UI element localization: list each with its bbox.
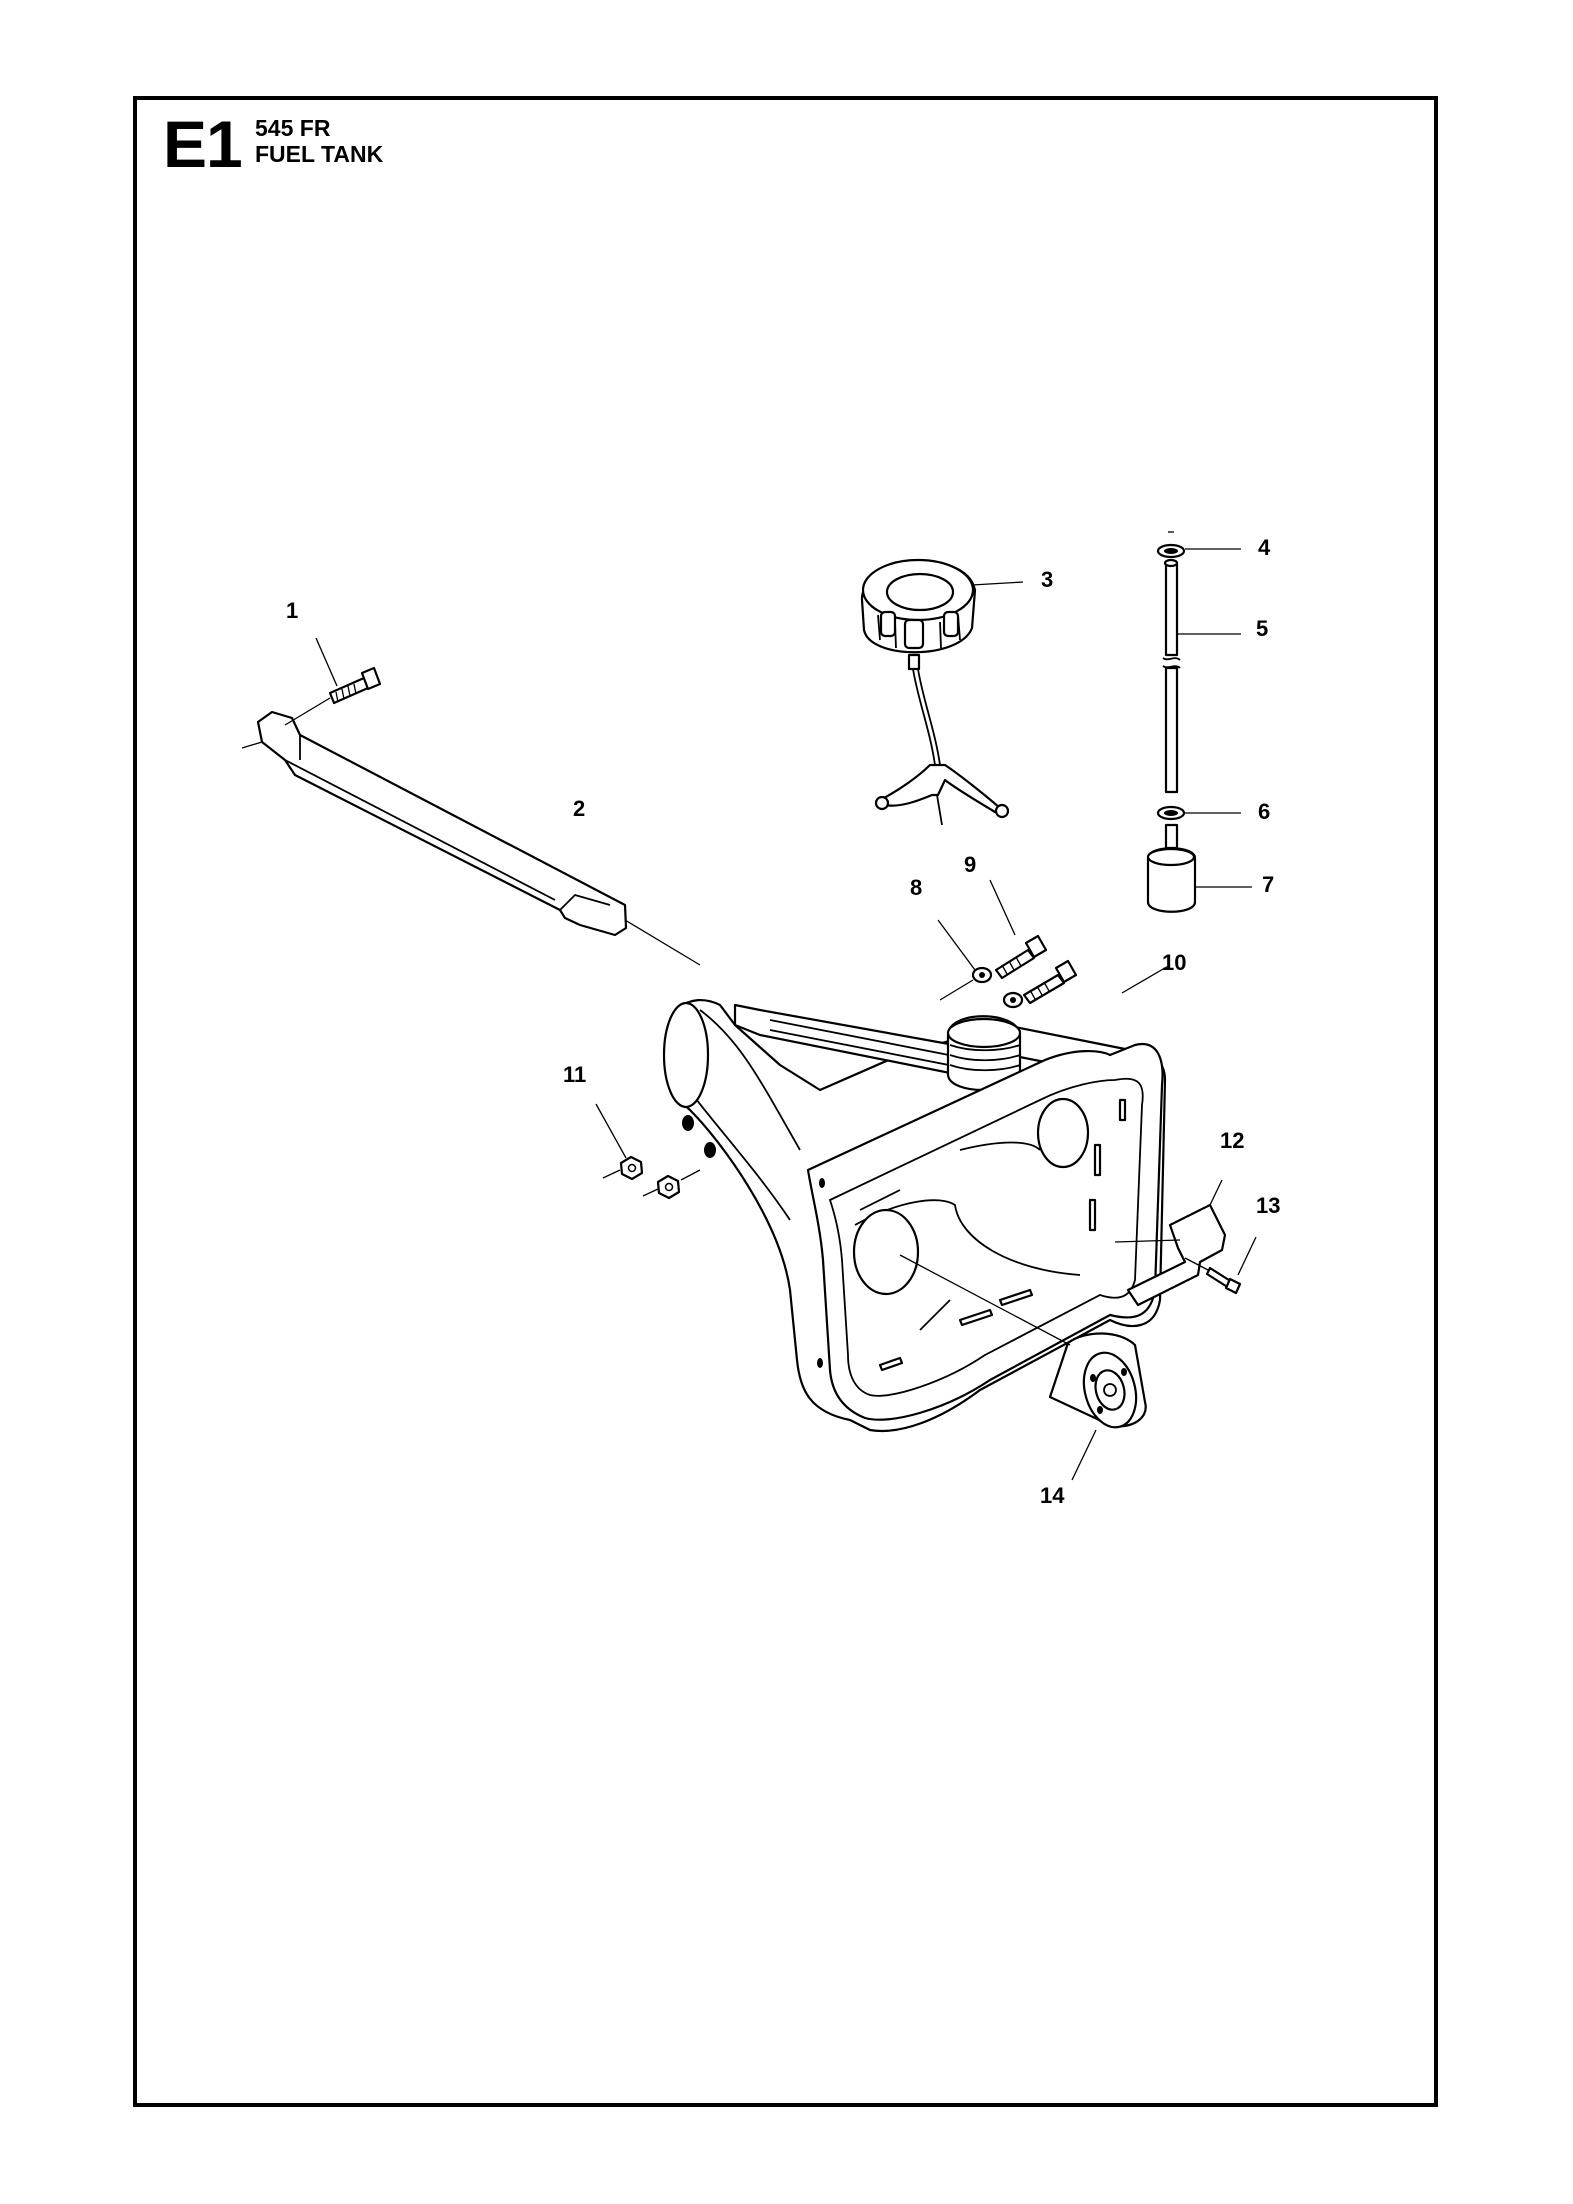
callout-3: 3: [1041, 567, 1053, 592]
part-washer-8[interactable]: [937, 919, 1024, 1009]
page-title: FUEL TANK: [255, 141, 384, 167]
part-o-ring-6[interactable]: [1156, 805, 1241, 821]
callout-4: 4: [1258, 535, 1271, 560]
callout-11: 11: [563, 1062, 586, 1087]
callout-1: 1: [286, 598, 298, 623]
section-code: E1: [163, 107, 243, 181]
callout-6: 6: [1258, 799, 1270, 824]
callout-10: 10: [1162, 950, 1186, 975]
part-screw-13[interactable]: [1184, 1236, 1257, 1295]
callout-5: 5: [1256, 616, 1268, 641]
callout-13: 13: [1256, 1193, 1280, 1218]
part-fuel-filter[interactable]: [1146, 823, 1252, 913]
page-border: [133, 96, 1438, 2107]
part-o-ring-4[interactable]: [1156, 531, 1241, 559]
callout-14: 14: [1040, 1483, 1065, 1508]
model-name: 545 FR: [255, 115, 331, 141]
part-fuel-tank[interactable]: [662, 964, 1171, 1432]
callout-12: 12: [1220, 1128, 1244, 1153]
part-damper[interactable]: [899, 1254, 1147, 1481]
callout-2: 2: [573, 796, 585, 821]
part-bracket[interactable]: [1114, 1179, 1227, 1307]
part-fuel-cap[interactable]: [860, 558, 1024, 826]
part-cover[interactable]: [241, 710, 701, 966]
part-nut-11[interactable]: [595, 1103, 701, 1200]
callout-7: 7: [1262, 872, 1274, 897]
callout-9: 9: [964, 852, 976, 877]
part-fuel-hose[interactable]: [1162, 558, 1241, 794]
part-screw-1[interactable]: [284, 637, 382, 726]
part-screw-9[interactable]: [989, 879, 1078, 1005]
callout-8: 8: [910, 875, 922, 900]
